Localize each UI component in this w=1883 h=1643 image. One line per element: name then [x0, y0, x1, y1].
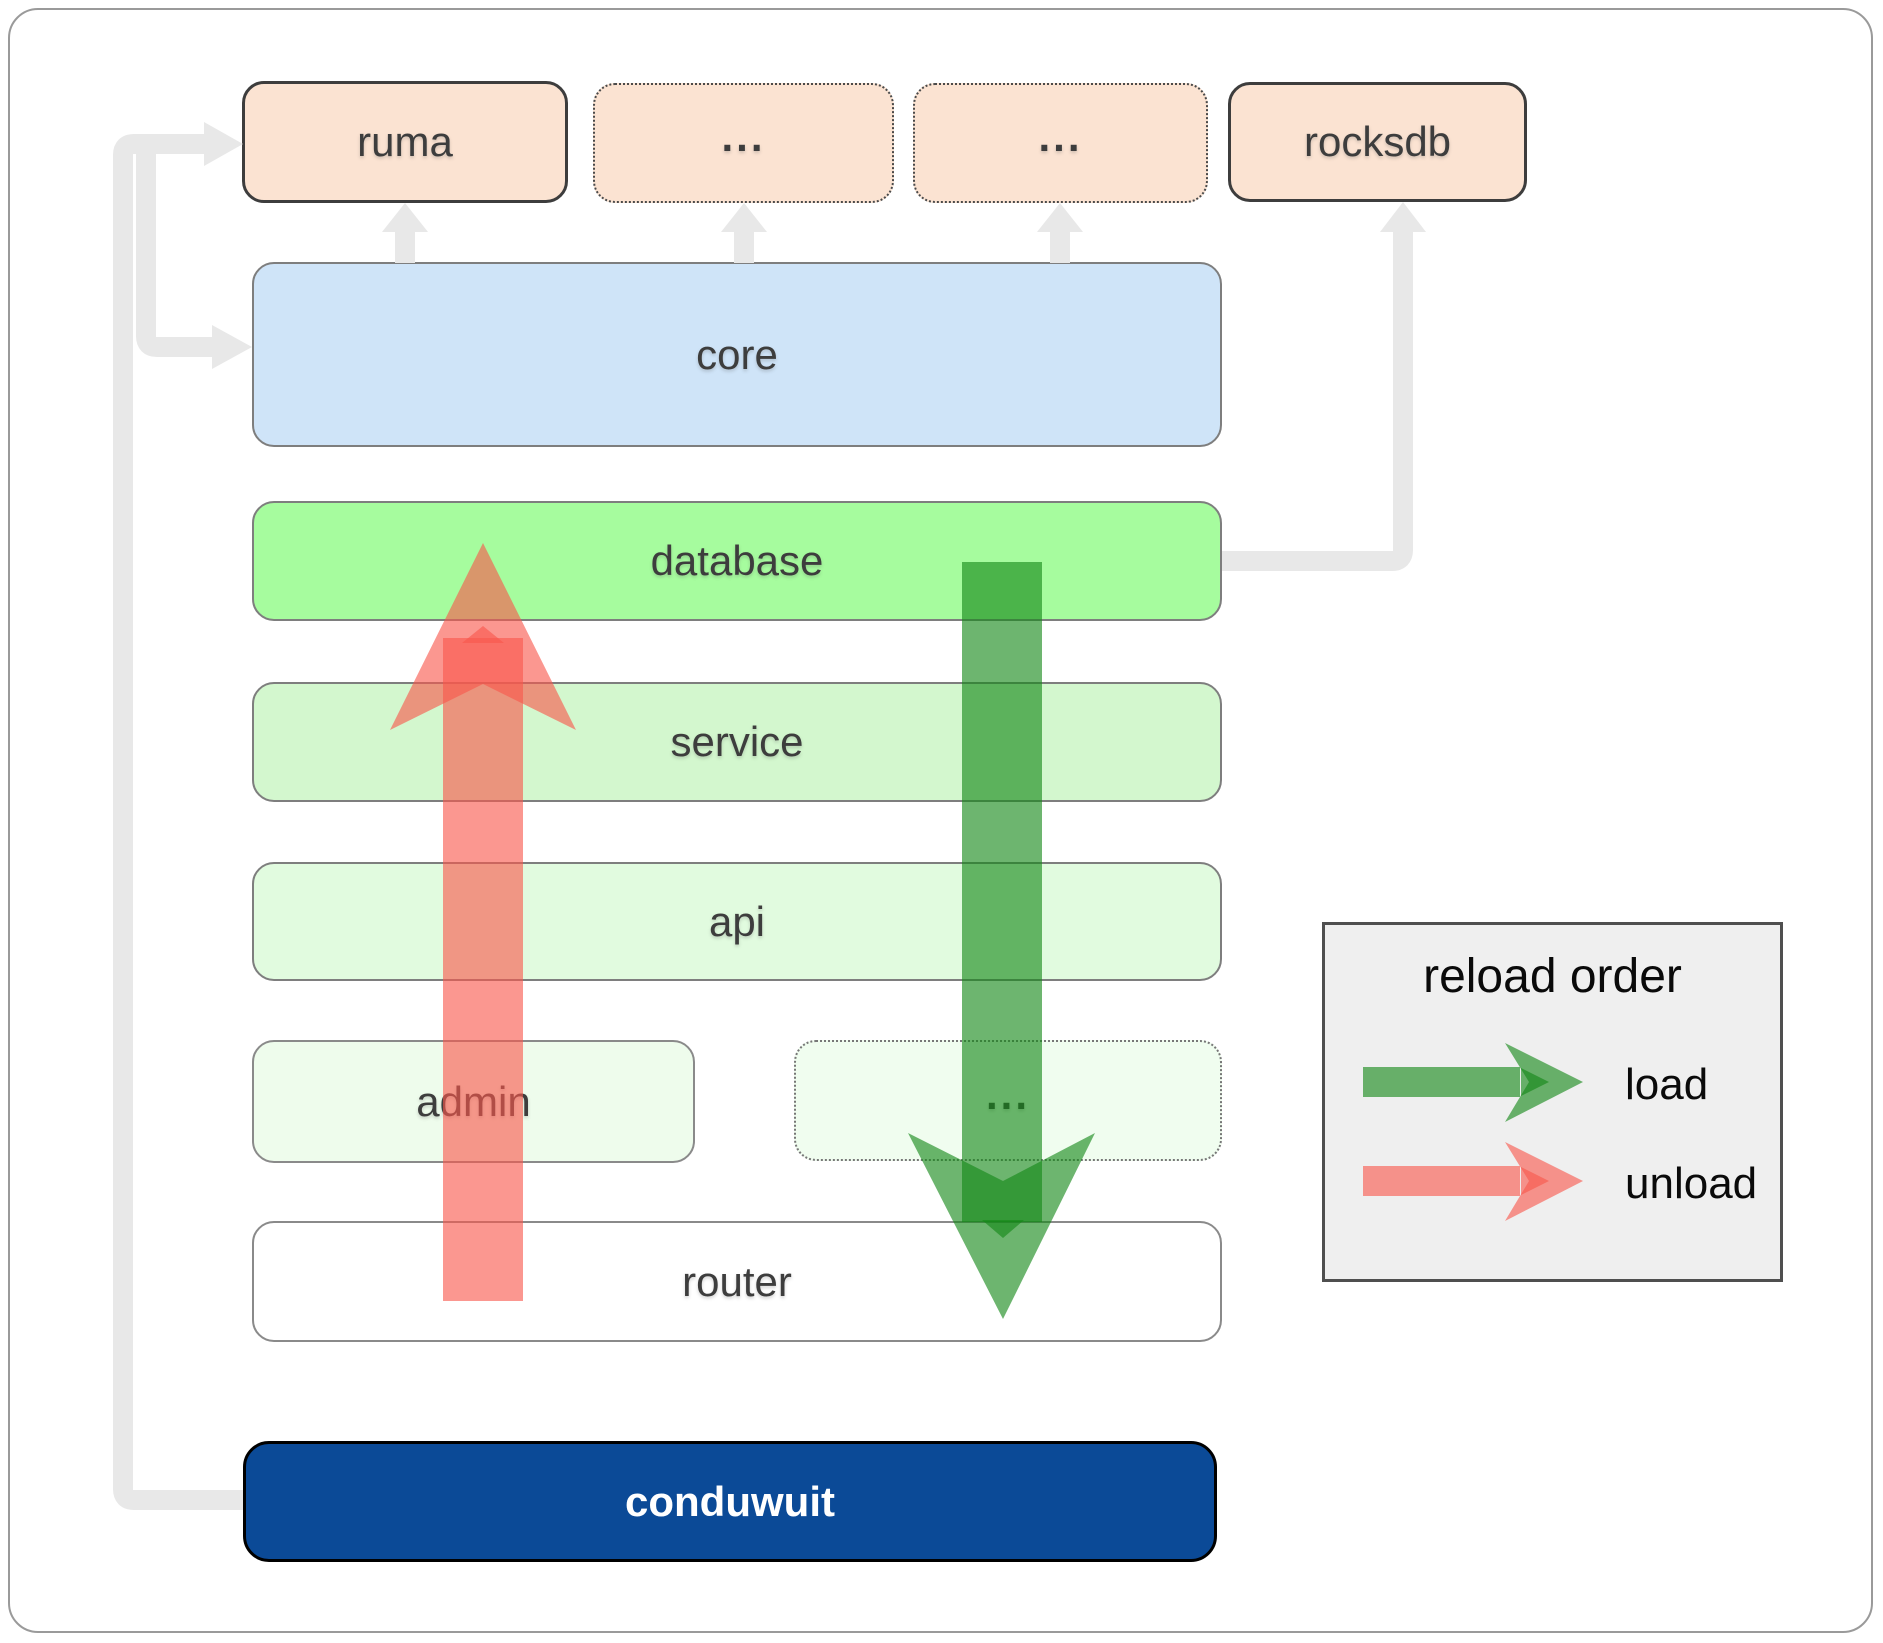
box-router: router: [252, 1221, 1222, 1342]
box-admin: admin: [252, 1040, 695, 1163]
box-service-label: service: [670, 718, 804, 765]
database-to-rocksdb-arrow: [1222, 202, 1426, 571]
box-module-top-2-label: ...: [1038, 113, 1083, 160]
box-router-label: router: [682, 1257, 792, 1305]
core-to-module-1-arrow: [721, 203, 767, 263]
box-rocksdb: rocksdb: [1228, 82, 1527, 202]
box-module-top-2: ...: [913, 83, 1208, 203]
box-core-label: core: [696, 330, 778, 378]
box-database: database: [252, 501, 1222, 621]
core-to-module-2-arrow: [1037, 203, 1083, 263]
box-module-mid-label: ...: [985, 1070, 1030, 1118]
box-database-label: database: [650, 537, 824, 584]
box-rocksdb-label: rocksdb: [1303, 118, 1452, 165]
box-module-top-1: ...: [593, 83, 894, 203]
box-service: service: [252, 682, 1222, 802]
box-conduwuit-label: conduwuit: [625, 1477, 835, 1525]
legend-load-label: load: [1625, 1060, 1709, 1109]
legend-reload-order: reload order load unload: [1322, 922, 1783, 1282]
box-ruma-label: ruma: [357, 118, 453, 165]
box-api: api: [252, 862, 1222, 981]
box-module-top-1-label: ...: [721, 113, 766, 160]
box-api-label: api: [708, 897, 766, 945]
conduwuit-to-core-arrow: [136, 154, 252, 369]
core-to-ruma-arrow: [382, 203, 428, 263]
box-ruma: ruma: [242, 81, 568, 203]
box-conduwuit: conduwuit: [243, 1441, 1217, 1562]
legend-unload-label: unload: [1625, 1159, 1758, 1208]
box-module-mid: ...: [794, 1040, 1222, 1161]
box-admin-label: admin: [416, 1077, 531, 1125]
box-core: core: [252, 262, 1222, 447]
diagram-frame: [8, 8, 1873, 1633]
legend-title: reload order: [1423, 950, 1682, 1003]
conduwuit-to-ruma-arrow: [113, 122, 243, 1510]
